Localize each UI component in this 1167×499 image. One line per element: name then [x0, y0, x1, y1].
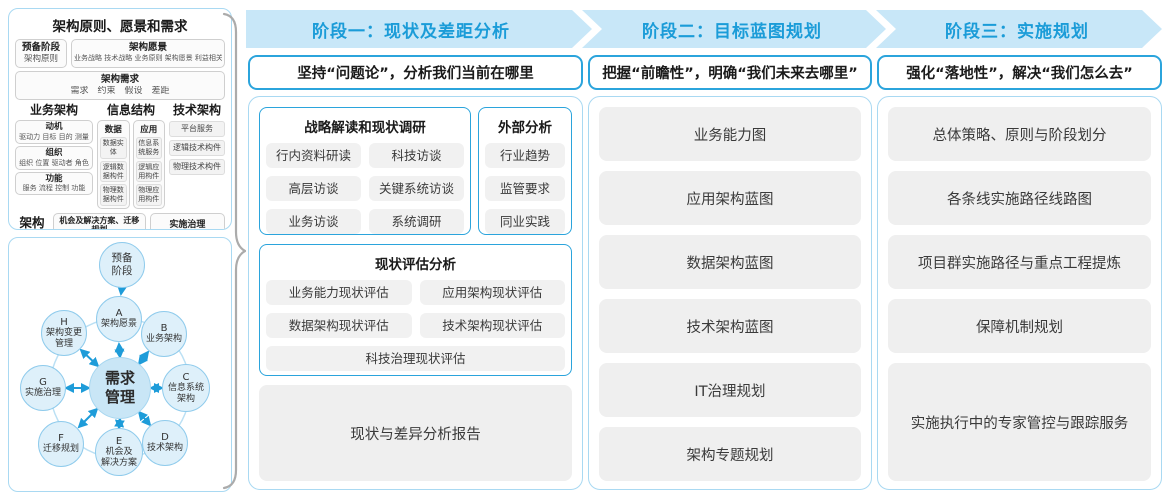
method-chip: 系统调研: [369, 209, 464, 234]
deliverable-box: IT治理规划: [599, 363, 861, 417]
deliverable-box: 总体策略、原则与阶段划分: [888, 107, 1151, 161]
organization-box: 组织 组织 位置 驱动者 角色: [15, 146, 93, 170]
phase-1-panel: 战略解读和现状调研 行内资料研读 科技访谈 高层访谈 关键系统访谈 业务访谈 系…: [248, 96, 583, 490]
adm-prep-phase-node: 预备 阶段: [99, 242, 145, 288]
deliverable-box: 技术架构蓝图: [599, 299, 861, 353]
application-subcolumn: 应用 信息系统服务 逻辑应用构件 物理应用构件: [132, 120, 165, 209]
phase-1-slogan: 坚持“问题论”，分析我们当前在哪里: [248, 55, 583, 90]
adm-node-e: E 机会及 解决方案: [95, 428, 143, 476]
gap-analysis-report-box: 现状与差异分析报告: [259, 385, 572, 481]
brace-connector: [222, 12, 246, 490]
architecture-principles-panel: 架构原则、愿景和需求 预备阶段 架构原则 架构愿景 业务战略 技术战略 业务原则…: [8, 8, 232, 230]
assessment-chip: 数据架构现状评估: [266, 313, 412, 338]
motivation-box: 动机 驱动力 目标 目的 测量: [15, 120, 93, 144]
adm-requirements-management-node: 需求 管理: [89, 357, 151, 419]
deliverable-box: 实施执行中的专家管控与跟踪服务: [888, 363, 1151, 481]
opportunities-migration-box: 机会及解决方案、迁移规划 工作包 架构契约: [53, 212, 146, 229]
adm-node-d: D 技术架构: [142, 420, 188, 466]
phase-3-slogan: 强化“落地性”，解决“我们怎么去”: [877, 55, 1162, 90]
data-item: 物理数据构件: [100, 184, 127, 206]
function-box: 功能 服务 流程 控制 功能: [15, 171, 93, 196]
data-item: 逻辑数据构件: [100, 160, 127, 183]
app-item: 逻辑应用构件: [135, 160, 162, 183]
phase-3-panel: 总体策略、原则与阶段划分 各条线实施路径线路图 项目群实施路径与重点工程提炼 保…: [877, 96, 1162, 490]
adm-node-c: C 信息系统 架构: [162, 364, 210, 412]
business-architecture-column: 业务架构 动机 驱动力 目标 目的 测量 组织 组织 位置 驱动者 角色 功能 …: [15, 104, 93, 208]
method-chip: 关键系统访谈: [369, 176, 464, 201]
phase-1-header: 阶段一：现状及差距分析: [246, 10, 592, 48]
assessment-chip: 应用架构现状评估: [419, 280, 565, 305]
phase-2-slogan: 把握“前瞻性”，明确“我们未来去哪里”: [588, 55, 872, 90]
deliverable-box: 数据架构蓝图: [599, 235, 861, 289]
phase-2-header: 阶段二：目标蓝图规划: [582, 10, 886, 48]
information-structure-column: 信息结构 数据 数据实体 逻辑数据构件 物理数据构件 应用 信息系统服务 逻辑应…: [97, 104, 165, 209]
tech-item: 平台服务: [169, 121, 225, 138]
data-item: 数据实体: [100, 137, 127, 159]
phase-2-panel: 业务能力图 应用架构蓝图 数据架构蓝图 技术架构蓝图 IT治理规划 架构专题规划: [588, 96, 872, 490]
adm-node-a: A 架构愿景: [96, 296, 142, 342]
deliverable-box: 业务能力图: [599, 107, 861, 161]
method-chip: 科技访谈: [369, 143, 464, 168]
tech-item: 物理技术构件: [169, 159, 225, 176]
deliverable-box: 架构专题规划: [599, 427, 861, 481]
strategy-research-box: 战略解读和现状调研 行内资料研读 科技访谈 高层访谈 关键系统访谈 业务访谈 系…: [259, 107, 471, 235]
external-analysis-box: 外部分析 行业趋势 监管要求 同业实践: [478, 107, 572, 235]
deliverable-box: 应用架构蓝图: [599, 171, 861, 225]
adm-node-h: H 架构变更 管理: [41, 310, 87, 356]
assessment-chip: 业务能力现状评估: [266, 280, 412, 305]
prep-phase-box: 预备阶段 架构原则: [15, 39, 67, 68]
architecture-implementation-label: 架构实现: [19, 215, 45, 230]
method-chip: 监管要求: [485, 176, 565, 201]
method-chip: 同业实践: [485, 209, 565, 234]
method-chip: 行内资料研读: [266, 143, 361, 168]
assessment-chip: 科技治理现状评估: [266, 346, 565, 371]
adm-cycle-panel: 预备 阶段 A 架构愿景 B 业务架构 C 信息系统 架构 D 技术架构 E 机…: [8, 237, 232, 492]
tech-item: 逻辑技术构件: [169, 140, 225, 157]
deliverable-box: 各条线实施路径线路图: [888, 171, 1151, 225]
deliverable-box: 项目群实施路径与重点工程提炼: [888, 235, 1151, 289]
app-item: 物理应用构件: [135, 184, 162, 206]
phase-3-header: 阶段三：实施规划: [876, 10, 1162, 48]
adm-node-b: B 业务架构: [141, 311, 187, 357]
method-chip: 行业趋势: [485, 143, 565, 168]
adm-node-g: G 实施治理: [20, 365, 66, 411]
current-state-assessment-box: 现状评估分析 业务能力现状评估 应用架构现状评估 数据架构现状评估 技术架构现状…: [259, 244, 572, 376]
method-chip: 业务访谈: [266, 209, 361, 234]
app-item: 信息系统服务: [135, 137, 162, 159]
adm-node-f: F 迁移规划: [38, 421, 84, 467]
data-subcolumn: 数据 数据实体 逻辑数据构件 物理数据构件: [97, 120, 130, 209]
technology-architecture-column: 技术架构 平台服务 逻辑技术构件 物理技术构件: [169, 104, 225, 208]
method-chip: 高层访谈: [266, 176, 361, 201]
deliverable-box: 保障机制规划: [888, 299, 1151, 353]
principles-panel-title: 架构原则、愿景和需求: [52, 19, 188, 35]
assessment-chip: 技术架构现状评估: [419, 313, 565, 338]
implementation-governance-box: 实施治理 标准 指引 规格: [149, 212, 225, 229]
architecture-vision-box: 架构愿景 业务战略 技术战略 业务原则 架构愿景 利益相关者: [71, 39, 225, 68]
architecture-requirements-box: 架构需求 需求 约束 假设 差距: [15, 70, 225, 101]
